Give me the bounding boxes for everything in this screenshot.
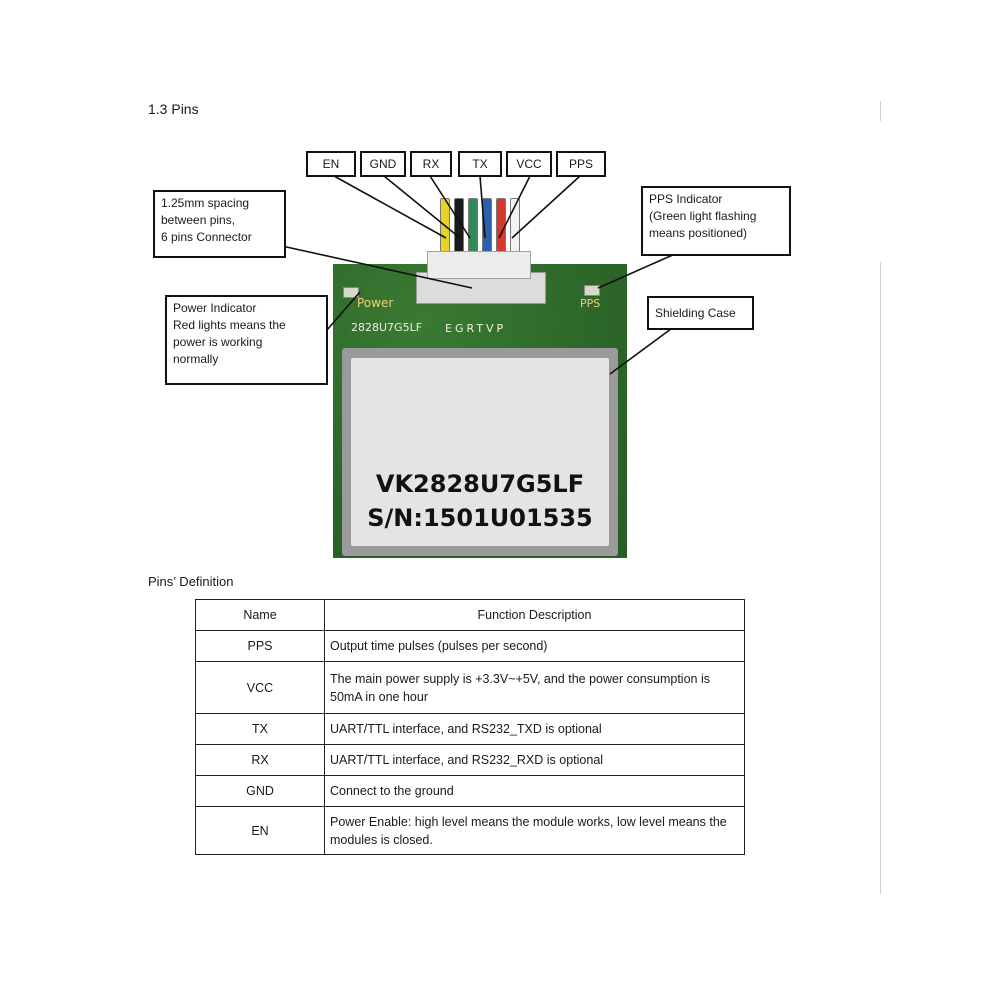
pin-description-cell: UART/TTL interface, and RS232_TXD is opt… — [324, 713, 745, 745]
callout-shielding-case: Shielding Case — [647, 296, 754, 330]
table-row: EN Power Enable: high level means the mo… — [195, 806, 745, 855]
callout-power-indicator: Power Indicator Red lights means the pow… — [165, 295, 328, 385]
pin-description-cell: The main power supply is +3.3V~+5V, and … — [324, 661, 745, 714]
pin-label-en: EN — [306, 151, 356, 177]
leader-en — [333, 175, 447, 239]
leader-rx — [429, 175, 471, 239]
callout-pin-spacing: 1.25mm spacing between pins, 6 pins Conn… — [153, 190, 286, 258]
pin-label-rx: RX — [410, 151, 452, 177]
table-row: PPS Output time pulses (pulses per secon… — [195, 630, 745, 662]
leader-pps-indicator — [597, 253, 676, 289]
power-led — [343, 287, 359, 298]
pin-label-vcc: VCC — [506, 151, 552, 177]
leader-pps — [511, 175, 581, 239]
shield-label: VK2828U7G5LF S/N:1501U01535 — [351, 358, 609, 546]
silk-power-label: Power — [357, 296, 394, 310]
leader-power-indicator — [326, 291, 361, 331]
silk-part-number: 2828U7G5LF — [351, 321, 423, 334]
pin-name-cell: EN — [195, 806, 325, 855]
pin-name-cell: TX — [195, 713, 325, 745]
table-header-row: Name Function Description — [195, 599, 745, 631]
connector-housing — [427, 251, 531, 279]
leader-gnd — [383, 175, 461, 239]
pins-definition-table: Name Function Description PPS Output tim… — [195, 599, 745, 855]
header-function-description: Function Description — [324, 599, 745, 631]
pins-definition-title: Pins’ Definition — [148, 574, 234, 589]
page-edge-line — [880, 262, 881, 894]
table-row: GND Connect to the ground — [195, 775, 745, 807]
pin-name-cell: PPS — [195, 630, 325, 662]
silk-pin-letters: EGRTVP — [445, 322, 507, 335]
pin-description-cell: UART/TTL interface, and RS232_RXD is opt… — [324, 744, 745, 776]
pin-description-cell: Connect to the ground — [324, 775, 745, 807]
pin-name-cell: RX — [195, 744, 325, 776]
serial-number: S/N:1501U01535 — [367, 504, 593, 532]
silk-pps-label: PPS — [580, 297, 601, 310]
pin-name-cell: VCC — [195, 661, 325, 714]
section-title: 1.3 Pins — [148, 101, 199, 117]
leader-spacing — [281, 245, 473, 289]
pps-led — [584, 285, 600, 296]
pin-label-pps: PPS — [556, 151, 606, 177]
pin-description-cell: Power Enable: high level means the modul… — [324, 806, 745, 855]
pin-description-cell: Output time pulses (pulses per second) — [324, 630, 745, 662]
model-number: VK2828U7G5LF — [375, 470, 585, 498]
leader-shielding — [609, 325, 676, 375]
pin-label-tx: TX — [458, 151, 502, 177]
pin-name-cell: GND — [195, 775, 325, 807]
callout-pps-indicator: PPS Indicator (Green light flashing mean… — [641, 186, 791, 256]
table-row: VCC The main power supply is +3.3V~+5V, … — [195, 661, 745, 714]
page-edge-line — [880, 101, 881, 121]
header-name: Name — [195, 599, 325, 631]
table-row: RX UART/TTL interface, and RS232_RXD is … — [195, 744, 745, 776]
pin-label-gnd: GND — [360, 151, 406, 177]
leader-tx — [479, 175, 486, 239]
table-row: TX UART/TTL interface, and RS232_TXD is … — [195, 713, 745, 745]
leader-vcc — [498, 175, 531, 239]
